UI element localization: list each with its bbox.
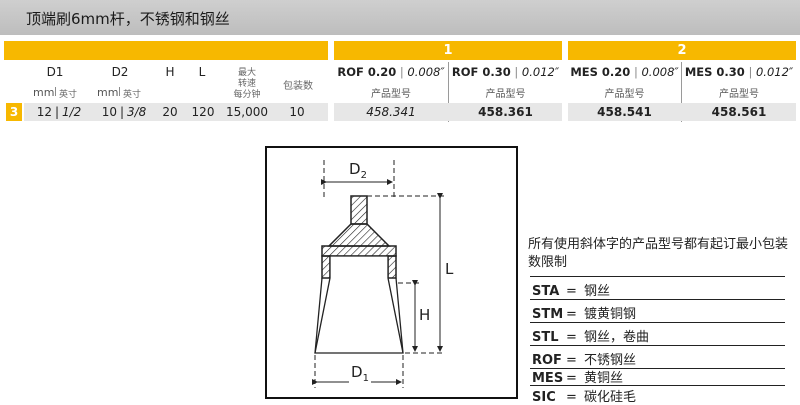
cell-d1-sep: | — [55, 105, 60, 119]
legend-line-2 — [530, 322, 785, 323]
cell-d1-mm: 12 — [36, 105, 52, 119]
part-no-label-2: 产品型号 — [485, 89, 526, 100]
part-no-label-4: 产品型号 — [719, 89, 759, 100]
legend-item-sta: STA=钢丝 — [532, 284, 611, 299]
part-no-label-1: 产品型号 — [371, 89, 411, 100]
col-mes030: MES 0.30 | 0.012″ — [684, 65, 794, 79]
col-divider-1 — [448, 62, 449, 122]
row-bg-specs — [24, 103, 328, 121]
col-d2: D2 — [111, 65, 129, 79]
ferrule-right — [387, 255, 397, 279]
legend-line-4 — [530, 368, 785, 369]
legend-item-mes: MES=黄铜丝 — [532, 371, 624, 386]
legend-item-stm: STM=镀黄铜钢 — [532, 307, 637, 322]
collar — [327, 223, 391, 247]
col-rof030: ROF 0.30 | 0.012″ — [451, 65, 560, 79]
row-bg-g1 — [334, 103, 562, 121]
group-bar-2: 2 — [568, 41, 796, 60]
cell-d2-mm: 10 — [101, 105, 117, 119]
legend-item-stl: STL=钢丝，卷曲 — [532, 330, 650, 345]
row-index-badge: 3 — [6, 103, 22, 121]
part-no-label-3: 产品型号 — [604, 89, 645, 100]
brush-drawing — [312, 160, 445, 388]
label-l: L — [445, 260, 454, 278]
d2-unit-sep: | — [118, 87, 122, 97]
d1-unit-mm: mm — [33, 86, 55, 99]
group-2-label: 2 — [677, 43, 687, 58]
d2-unit-inch: 英寸 — [123, 90, 142, 100]
col-d1: D1 — [46, 65, 64, 79]
cell-d2-in: 3/8 — [127, 105, 147, 119]
ferrule — [321, 245, 397, 257]
page-title: 顶端刷6mm杆，不锈钢和钢丝 — [26, 10, 230, 28]
group-bar-specs — [4, 41, 328, 60]
cell-rof020: 458.341 — [366, 105, 416, 119]
col-rpm-3: 每分钟 — [233, 90, 261, 100]
d2-unit-mm: mm — [97, 86, 119, 99]
legend-item-rof: ROF=不锈钢丝 — [532, 353, 637, 368]
cell-d2-sep: | — [120, 105, 125, 119]
label-d1: D1 — [349, 363, 371, 384]
legend-line-1 — [530, 299, 785, 300]
col-h: H — [165, 65, 175, 79]
group-bar-1: 1 — [334, 41, 562, 60]
cell-rof030: 458.361 — [478, 105, 533, 119]
col-l: L — [198, 65, 206, 79]
min-order-note: 所有使用斜体字的产品型号都有起订最小包装数限制 — [528, 237, 789, 270]
shaft — [350, 195, 368, 225]
cell-rpm: 15,000 — [226, 105, 268, 119]
title-bar: 顶端刷6mm杆，不锈钢和钢丝 — [0, 0, 800, 35]
d1-unit-sep: | — [54, 87, 58, 97]
label-d2: D2 — [349, 160, 367, 181]
col-rpm-2: 转速 — [237, 79, 256, 89]
legend-item-sic: SIC=碳化硅毛 — [532, 390, 637, 405]
col-rpm-1: 最大 — [237, 68, 256, 78]
legend-line-5 — [530, 385, 785, 386]
cell-d1-in: 1/2 — [62, 105, 82, 119]
cell-mes020: 458.541 — [597, 105, 652, 119]
cell-h: 20 — [162, 105, 178, 119]
cell-mes030: 458.561 — [711, 105, 767, 119]
legend-line-0 — [530, 276, 785, 277]
legend-line-3 — [530, 345, 785, 346]
col-divider-2 — [681, 62, 682, 122]
brush-diagram: D2 L H D1 — [265, 146, 518, 399]
group-1-label: 1 — [443, 43, 453, 58]
col-mes020: MES 0.20 | 0.008″ — [570, 65, 679, 79]
col-pack: 包装数 — [283, 81, 313, 92]
row-bg-g2 — [568, 103, 796, 121]
cell-l: 120 — [191, 105, 215, 119]
col-rof020: ROF 0.20 | 0.008″ — [337, 65, 445, 79]
cell-pack: 10 — [289, 105, 305, 119]
d1-unit-inch: 英寸 — [59, 90, 78, 100]
ferrule-left — [321, 255, 331, 279]
label-h: H — [419, 306, 431, 324]
